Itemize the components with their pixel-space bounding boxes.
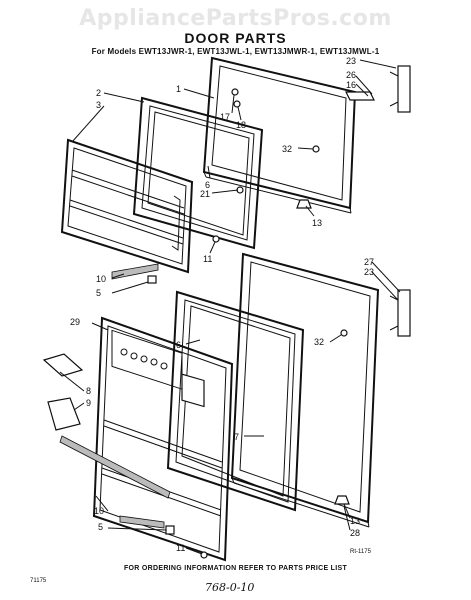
callout-29: 29 bbox=[70, 317, 80, 327]
callout-7: 7 bbox=[234, 432, 239, 442]
callout-2: 2 bbox=[96, 88, 101, 98]
callout-5-upper: 5 bbox=[96, 288, 101, 298]
lower-stop-part bbox=[165, 525, 175, 535]
callout-13-upper: 13 bbox=[312, 218, 322, 228]
upper-handle-trim bbox=[345, 91, 375, 101]
upper-breaker-strip bbox=[111, 263, 159, 280]
upper-door-liner bbox=[60, 138, 194, 274]
callout-27: 27 bbox=[364, 257, 374, 267]
lower-hinge-bracket bbox=[389, 289, 411, 337]
callout-9: 9 bbox=[86, 398, 91, 408]
corner-code: 71175 bbox=[30, 578, 47, 584]
callout-5-lower: 5 bbox=[98, 522, 103, 532]
upper-hinge-bracket bbox=[389, 65, 411, 113]
callout-leaders bbox=[59, 59, 401, 555]
callout-11-upper: 11 bbox=[203, 254, 212, 264]
callout-13-lower: 13 bbox=[350, 516, 360, 526]
callout-11-lower: 11 bbox=[176, 543, 185, 553]
lower-door-liner bbox=[92, 316, 234, 562]
upper-outer-door-panel bbox=[202, 56, 357, 214]
watermark-text: AppliancePartsPros.com bbox=[79, 6, 392, 31]
upper-plug-32 bbox=[312, 145, 320, 153]
callout-3: 3 bbox=[96, 100, 101, 110]
upper-door-gasket bbox=[132, 96, 264, 250]
callout-10-upper: 10 bbox=[96, 274, 106, 284]
handwritten-note: 768-0-10 bbox=[205, 581, 255, 594]
upper-screw bbox=[212, 235, 220, 243]
callout-6-lower: 6 bbox=[176, 340, 181, 350]
lower-breaker-strip bbox=[59, 435, 171, 499]
upper-hinge-bushing bbox=[296, 199, 312, 209]
callout-21: 21 bbox=[200, 189, 210, 199]
lower-liner-trim bbox=[119, 515, 165, 529]
callout-32-upper: 32 bbox=[282, 144, 292, 154]
lower-screw bbox=[200, 551, 208, 559]
dairy-door-8 bbox=[42, 353, 84, 377]
callout-28: 28 bbox=[350, 528, 360, 538]
callout-18: 18 bbox=[236, 120, 246, 130]
callout-8: 8 bbox=[86, 386, 91, 396]
lower-plug-32 bbox=[340, 329, 348, 337]
model-list: For Models EWT13JWR-1, EWT13JWL-1, EWT13… bbox=[91, 47, 380, 56]
callout-1: 1 bbox=[176, 84, 181, 94]
lower-door-gasket bbox=[166, 290, 305, 512]
drawing-reference-code: Rt-1175 bbox=[350, 549, 371, 555]
upper-screw-18 bbox=[233, 100, 241, 108]
lower-hinge-bushing bbox=[334, 495, 350, 505]
callout-23-lower: 23 bbox=[364, 267, 374, 277]
callout-17: 17 bbox=[220, 112, 230, 122]
ordering-info-note: FOR ORDERING INFORMATION REFER TO PARTS … bbox=[123, 565, 348, 572]
callout-10-lower: 10 bbox=[94, 506, 104, 516]
callout-23-upper: 23 bbox=[346, 56, 356, 66]
lower-outer-door-panel bbox=[230, 252, 380, 528]
upper-stop-part bbox=[147, 275, 157, 284]
callout-labels: 1 2 3 6 21 11 32 17 18 23 26 16 13 10 5 … bbox=[70, 56, 374, 553]
diagram-title: DOOR PARTS bbox=[184, 30, 287, 46]
callout-16: 16 bbox=[346, 80, 356, 90]
callout-6-upper: 6 bbox=[205, 180, 210, 190]
dairy-bin-9 bbox=[47, 397, 81, 431]
callout-26: 26 bbox=[346, 70, 356, 80]
callout-32-lower: 32 bbox=[314, 337, 324, 347]
upper-shim-17 bbox=[231, 88, 239, 96]
